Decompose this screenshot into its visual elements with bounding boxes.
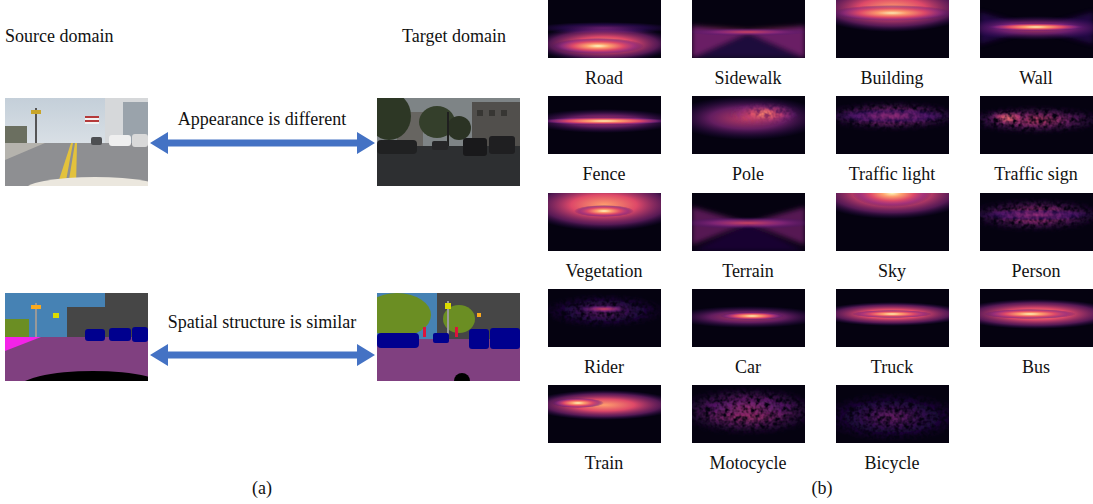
class-name: Bicycle xyxy=(865,453,920,475)
class-name: Sidewalk xyxy=(715,68,782,90)
target-photo xyxy=(367,92,520,186)
class-name: Terrain xyxy=(722,261,774,283)
class-name: Sky xyxy=(878,261,906,283)
class-name: Vegetation xyxy=(566,261,643,283)
panel-label: (a) xyxy=(252,478,272,500)
class-name: Car xyxy=(735,357,761,379)
class-name: Motocycle xyxy=(710,453,787,475)
class-name: Bus xyxy=(1022,357,1050,379)
class-name: Rider xyxy=(584,357,624,379)
heatmap-grid xyxy=(522,0,1093,443)
class-name: Wall xyxy=(1019,68,1053,90)
arrow-label: Appearance is different xyxy=(178,109,347,131)
target-segmentation xyxy=(363,293,520,389)
source-photo xyxy=(5,98,167,205)
class-name: Building xyxy=(860,68,923,90)
class-name: Traffic light xyxy=(849,164,936,186)
class-name: Person xyxy=(1012,261,1061,283)
panel-label: (b) xyxy=(812,478,833,500)
domain-title: Source domain xyxy=(5,26,113,48)
class-name: Road xyxy=(585,68,623,90)
class-name: Train xyxy=(585,453,623,475)
class-name: Truck xyxy=(871,357,913,379)
class-name: Traffic sign xyxy=(994,164,1078,186)
double-arrow xyxy=(150,132,375,154)
arrow-label: Spatial structure is similar xyxy=(168,312,356,334)
source-segmentation xyxy=(5,293,169,407)
domain-title: Target domain xyxy=(402,26,506,48)
class-name: Pole xyxy=(732,164,764,186)
double-arrow xyxy=(150,344,375,366)
class-name: Fence xyxy=(583,164,626,186)
